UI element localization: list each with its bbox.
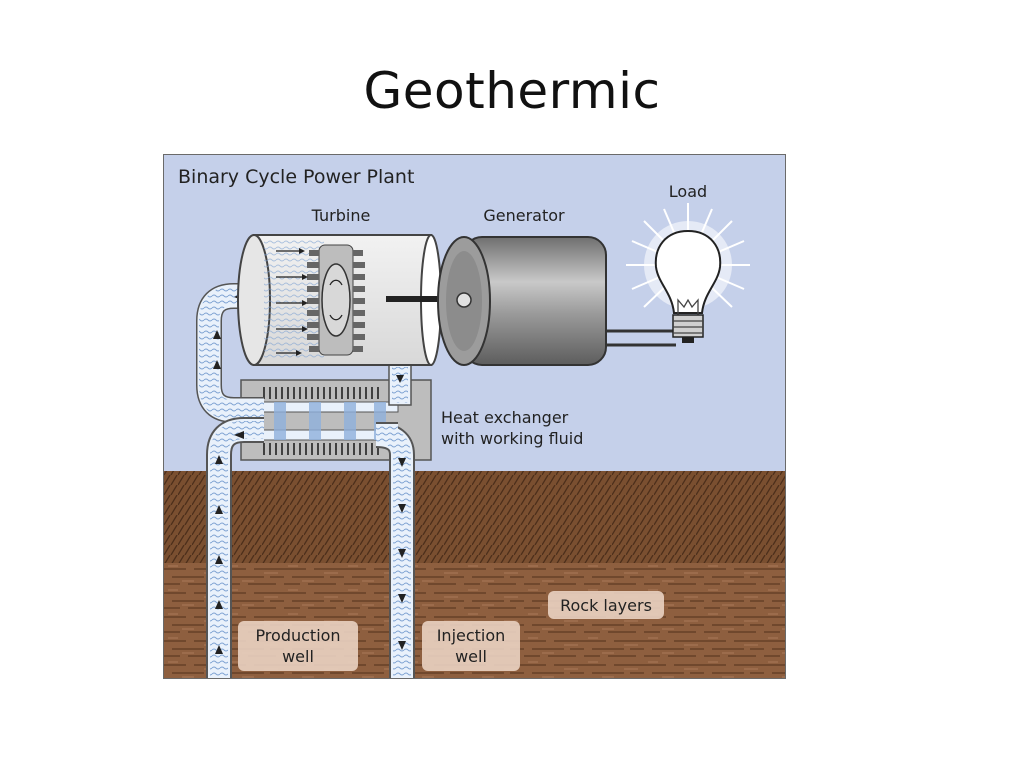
turbine-exhaust-pipe: [388, 364, 412, 406]
heat-exchanger-label-line1: Heat exchanger: [441, 408, 569, 427]
injection-well: [375, 422, 415, 678]
injection-well-label-line2: well: [455, 647, 487, 666]
turbine-label: Turbine: [311, 206, 371, 225]
soil-layer: [164, 471, 785, 563]
working-fluid-loop: [196, 283, 264, 423]
production-well: [206, 417, 264, 678]
injection-well-label-line1: Injection: [437, 626, 506, 645]
production-well-label-box: [238, 621, 358, 671]
generator: [437, 236, 607, 366]
turbine-shaft: [386, 296, 464, 302]
load-label: Load: [669, 182, 707, 201]
turbine-rotor: [307, 244, 365, 356]
rock-layers-label: Rock layers: [560, 596, 652, 615]
production-well-label-line1: Production: [255, 626, 340, 645]
injection-well-label-box: [422, 621, 520, 671]
light-bulb-icon: [626, 203, 750, 343]
generator-label: Generator: [483, 206, 565, 225]
heat-exchanger-label-line2: with working fluid: [441, 429, 583, 448]
binary-cycle-diagram: Binary Cycle Power Plant Turbine Generat…: [163, 154, 786, 679]
production-well-label-line2: well: [282, 647, 314, 666]
diagram-heading: Binary Cycle Power Plant: [178, 166, 414, 188]
rock-layers-label-box: [548, 591, 664, 619]
load-wires: [606, 329, 676, 347]
slide-title: Geothermic: [363, 62, 661, 120]
